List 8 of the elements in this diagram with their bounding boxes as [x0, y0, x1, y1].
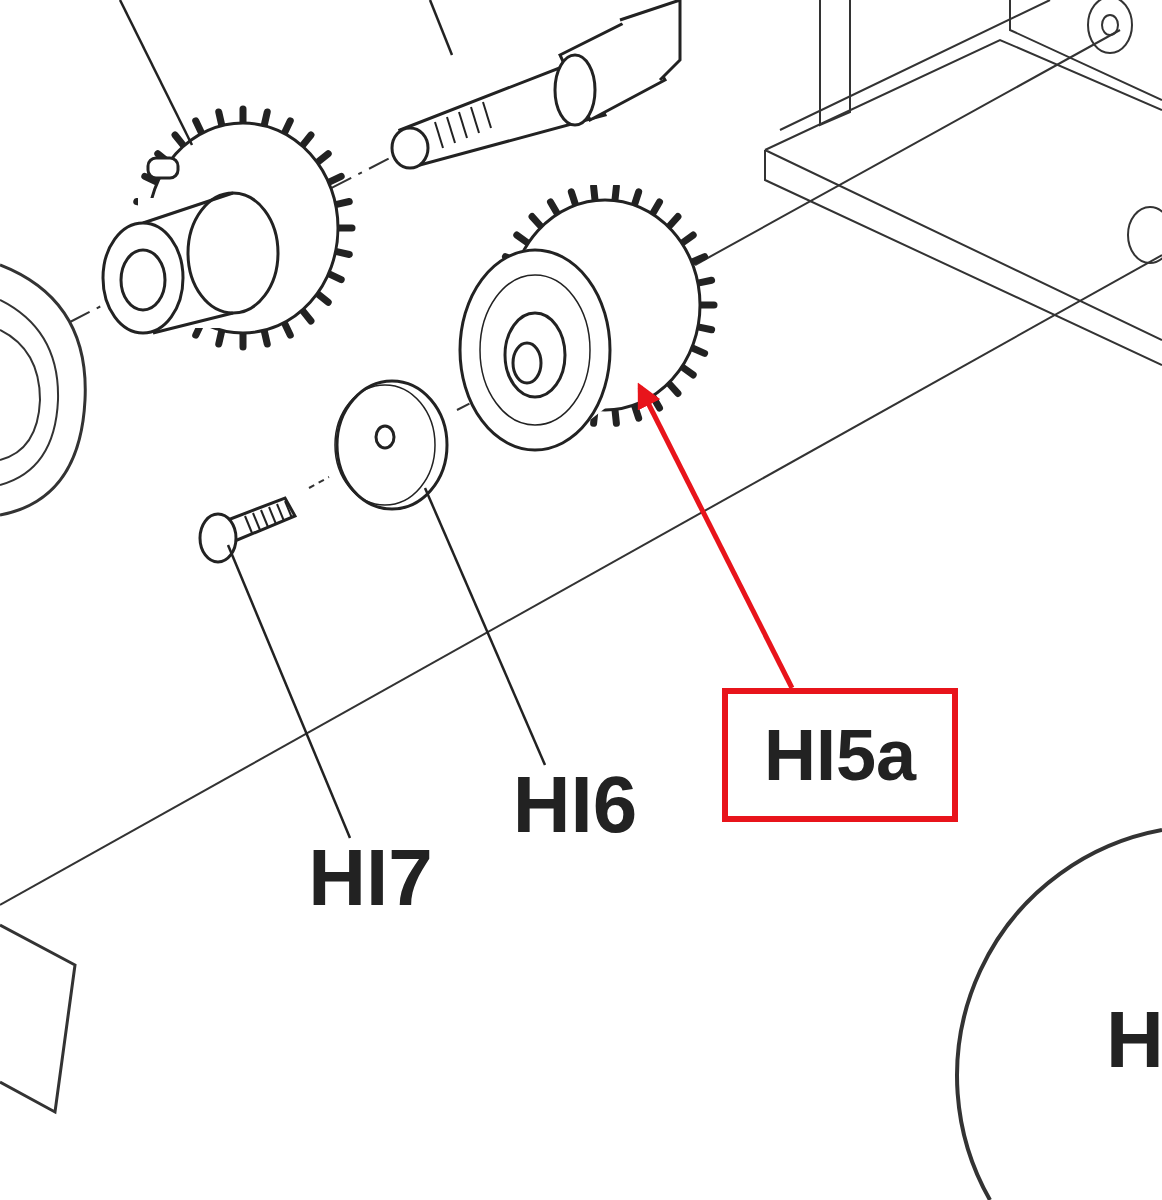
- leader-line: [428, 0, 454, 56]
- callout-number: HI7: [298, 838, 443, 918]
- leader-line: [423, 487, 547, 766]
- callout-box: HI5a: [722, 688, 958, 822]
- leader-line: [226, 544, 352, 839]
- arrow: [637, 382, 795, 690]
- callout-number: HI6: [500, 765, 650, 845]
- callout-number: H: [1106, 1000, 1162, 1080]
